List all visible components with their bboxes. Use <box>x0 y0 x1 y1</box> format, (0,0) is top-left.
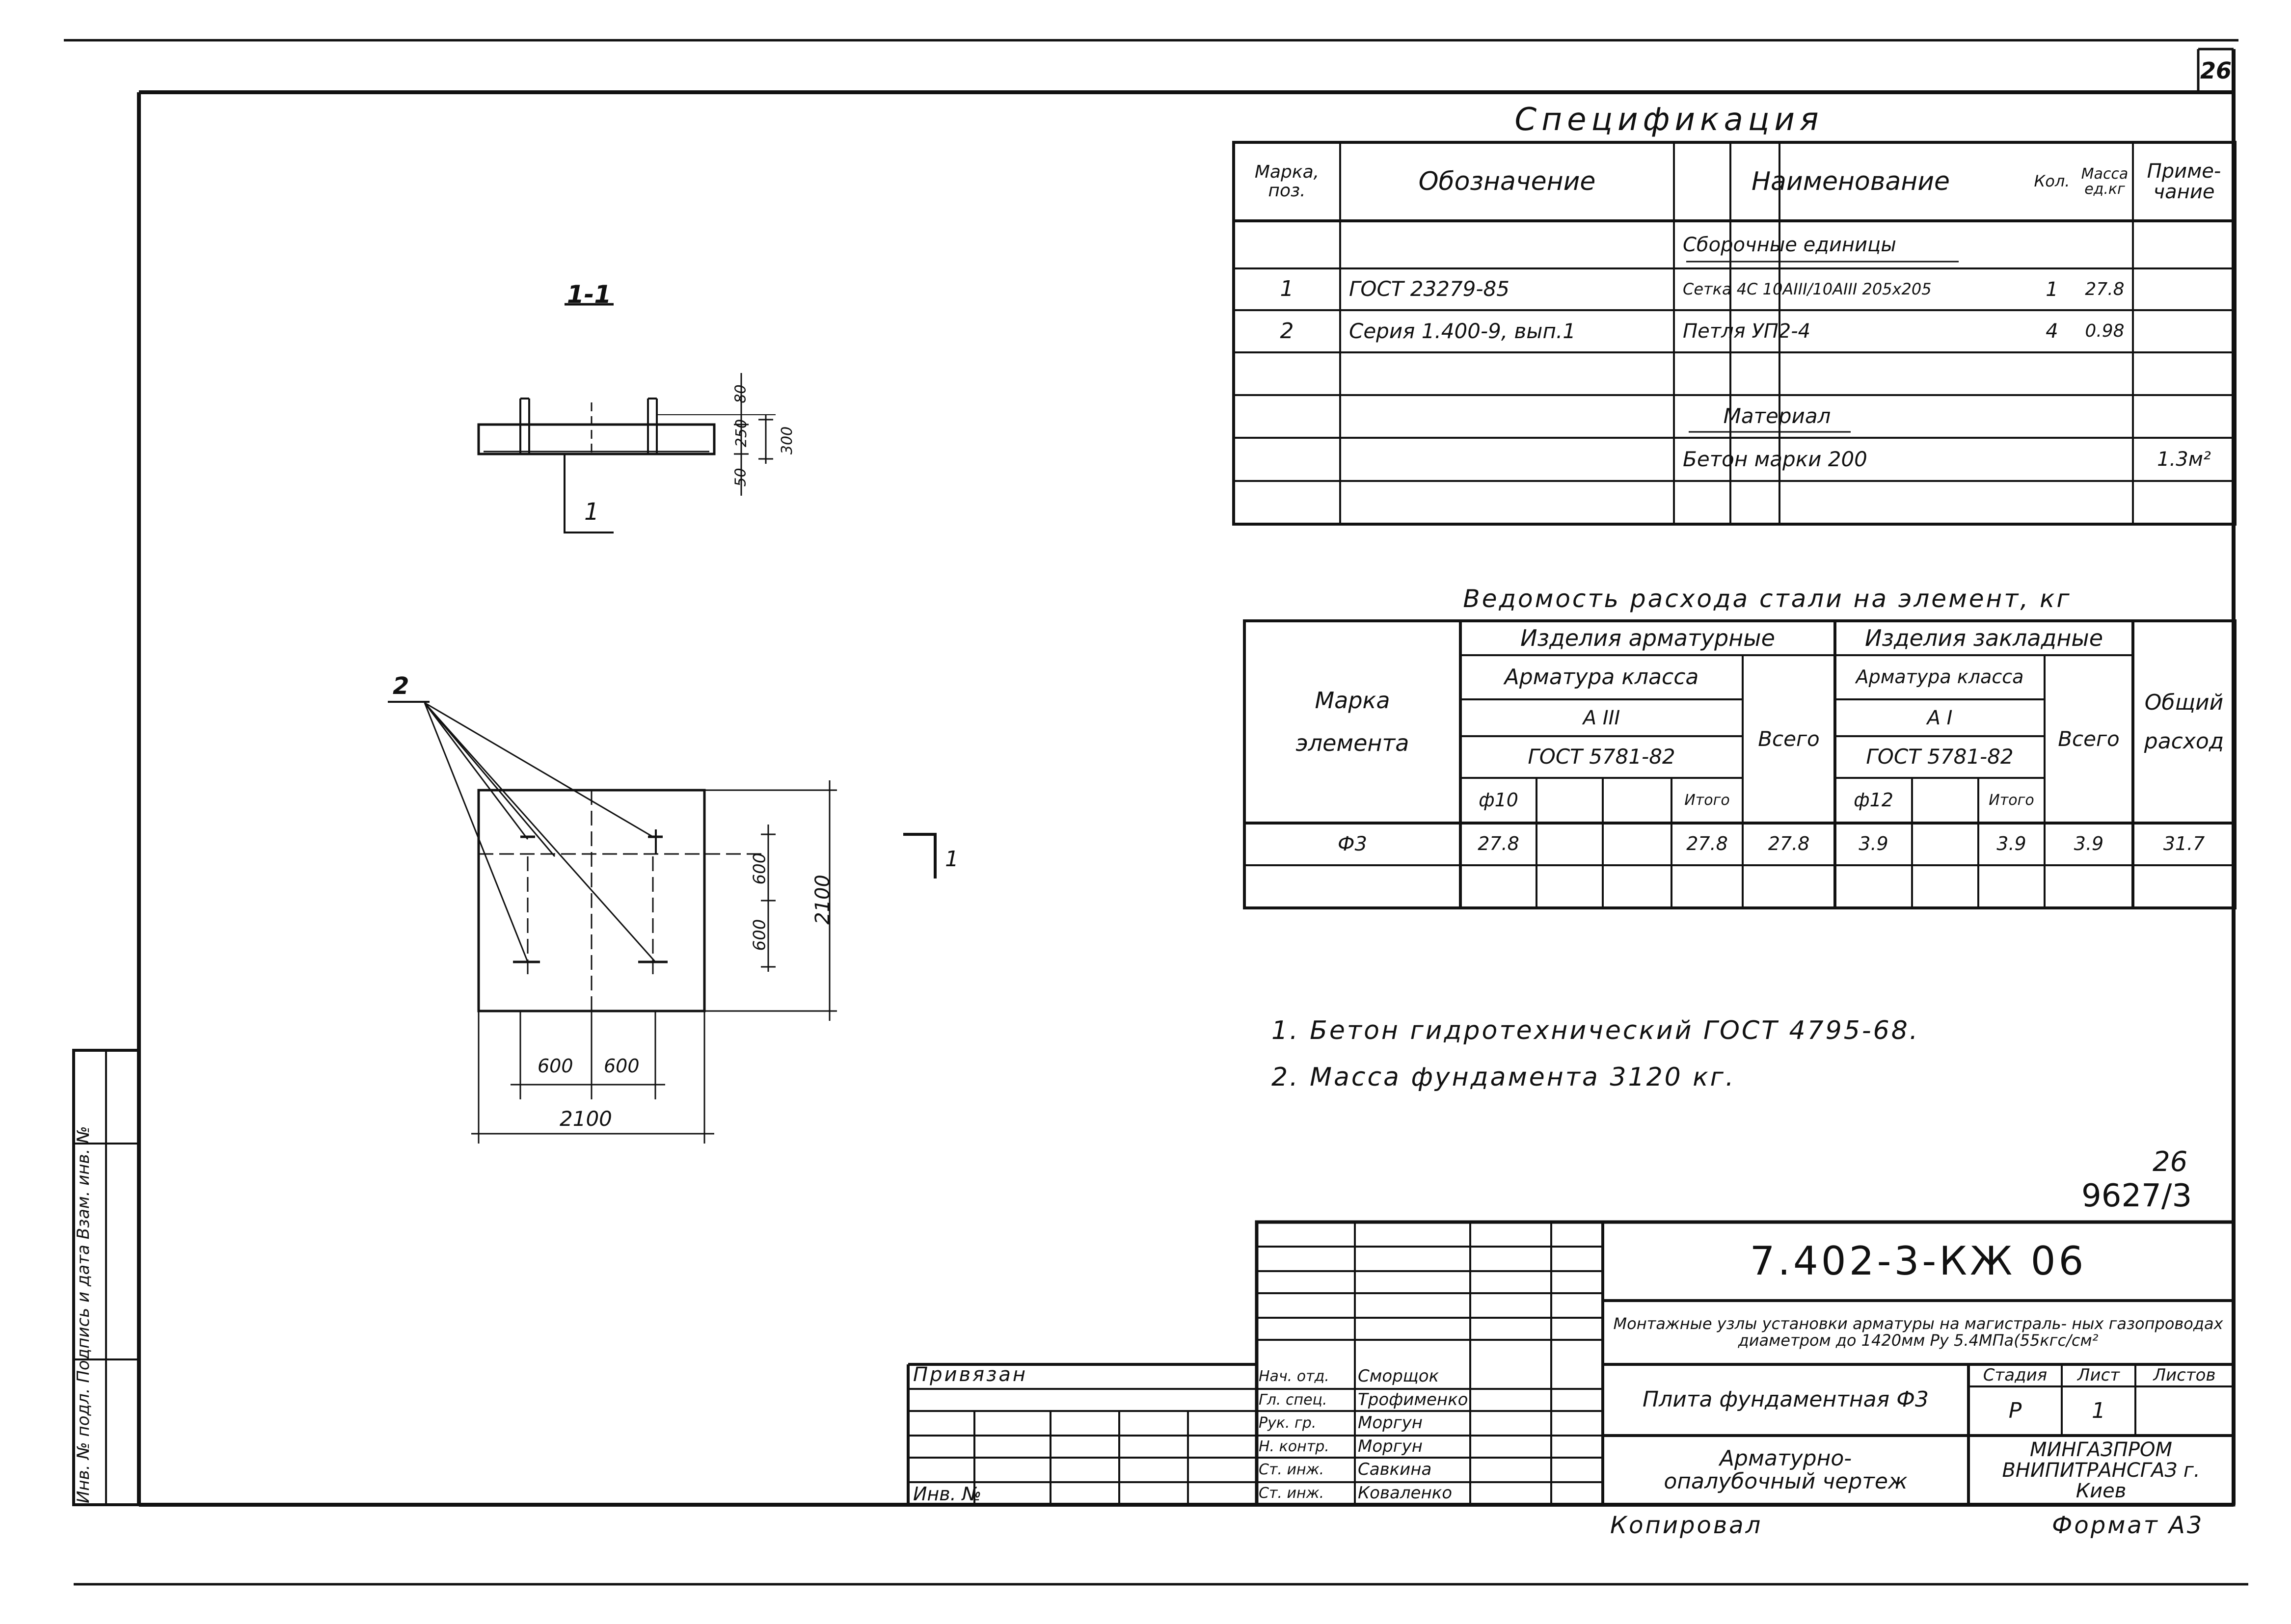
stamp-copied: Копировал <box>1610 1512 1763 1539</box>
steel-h-class-a: Арматура класса <box>1504 664 1699 690</box>
spec-title: Спецификация <box>1514 102 1824 138</box>
spec-header-name: Наименование <box>1751 166 1950 196</box>
steel-row-itogo-b: 3.9 <box>1996 833 2026 855</box>
section-dim-50: 50 <box>732 468 750 487</box>
plan-leader-2: 2 <box>393 672 409 700</box>
spec-row-5-name: Материал <box>1723 404 1831 428</box>
stamp-role-2: Гл. спец. <box>1259 1391 1327 1409</box>
plan-dim-overall-bottom: 2100 <box>560 1107 612 1131</box>
stamp-format: Формат А3 <box>2052 1512 2204 1539</box>
steel-h-d10: ф10 <box>1479 789 1518 811</box>
stamp-name-3: Моргун <box>1358 1413 1423 1433</box>
stamp-sheet-header: Лист <box>2077 1365 2120 1385</box>
spec-row-2-mass: 27.8 <box>2085 279 2125 299</box>
stamp-sheets-header: Листов <box>2153 1365 2216 1385</box>
section-dim-300: 300 <box>779 426 796 455</box>
stamp-name-4: Моргун <box>1358 1436 1423 1456</box>
stamp-name-6: Коваленко <box>1358 1483 1453 1503</box>
section-dim-250: 250 <box>733 419 751 448</box>
stamp-org: МИНГАЗПРОМ ВНИПИТРАНСГАЗ г. Киев <box>2002 1438 2200 1502</box>
steel-h-total-b: Всего <box>2058 726 2120 751</box>
spec-header-mark: Марка, поз. <box>1254 162 1320 201</box>
steel-title: Ведомость расхода стали на элемент, кг <box>1463 584 2072 613</box>
steel-h-total-a: Всего <box>1758 726 1820 751</box>
spec-row-2-name: Сетка 4С 10АIII/10АIII 205x205 <box>1683 279 1932 298</box>
steel-h-itogo-b: Итого <box>1989 792 2034 809</box>
stamp-project: Монтажные узлы установки арматуры на маг… <box>1613 1314 2223 1350</box>
stamp-role-1: Нач. отд. <box>1259 1368 1329 1385</box>
steel-h-class-b: Арматура класса <box>1856 666 2024 688</box>
stamp-ref-code: 9627/3 <box>2081 1178 2192 1214</box>
spec-row-2-mark: 1 <box>1280 276 1294 302</box>
steel-h-arm: Изделия арматурные <box>1520 624 1775 651</box>
steel-row-total-b: 3.9 <box>2074 833 2104 855</box>
stamp-ref-top: 26 <box>2153 1146 2188 1178</box>
spec-row-3-mark: 2 <box>1280 318 1294 344</box>
stamp-name-1: Сморщок <box>1358 1366 1439 1386</box>
steel-h-a3: А III <box>1583 706 1620 729</box>
steel-h-gost-a: ГОСТ 5781-82 <box>1528 745 1675 769</box>
plan-cut-mark: 1 <box>945 847 959 872</box>
note-2: 2. Масса фундамента 3120 кг. <box>1271 1063 1736 1092</box>
spec-row-3-mass: 0.98 <box>2085 321 2125 342</box>
plan-dim-right-1: 600 <box>750 852 770 885</box>
stamp-stage-header: Стадия <box>1983 1365 2048 1385</box>
section-leader-1: 1 <box>584 498 599 526</box>
stamp-privyazan: Привязан <box>913 1363 1028 1386</box>
spec-header-designation: Обозначение <box>1418 166 1596 196</box>
steel-row-d12: 3.9 <box>1859 833 1888 855</box>
stamp-inv: Инв. № <box>913 1483 982 1505</box>
steel-row-itogo-a: 27.8 <box>1686 833 1728 855</box>
steel-row-mark: Ф3 <box>1338 833 1367 855</box>
sheet-number: 26 <box>2200 57 2232 84</box>
stamp-role-3: Рук. гр. <box>1259 1414 1317 1432</box>
section-label: 1-1 <box>566 280 612 309</box>
steel-h-emb: Изделия закладные <box>1864 624 2103 651</box>
spec-header-qty: Кол. <box>2034 172 2070 191</box>
stamp-role-6: Ст. инж. <box>1259 1485 1324 1502</box>
steel-h-a1: А I <box>1927 706 1953 729</box>
stamp-name-5: Савкина <box>1358 1460 1432 1480</box>
spec-row-1-name: Сборочные единицы <box>1683 233 1896 256</box>
steel-h-general: Общий расход <box>2144 690 2224 754</box>
plan-dim-bottom-1: 600 <box>538 1055 573 1077</box>
stamp-role-4: Н. контр. <box>1259 1438 1329 1455</box>
plan-dim-bottom-2: 600 <box>604 1055 640 1077</box>
spec-header-note: Приме- чание <box>2147 160 2221 203</box>
spec-row-2-designation: ГОСТ 23279-85 <box>1349 277 1509 301</box>
stamp-role-5: Ст. инж. <box>1259 1461 1324 1479</box>
plan-dim-right-2: 600 <box>750 919 770 951</box>
steel-row-d10: 27.8 <box>1478 833 1519 855</box>
stamp-name-2: Трофименко <box>1358 1389 1468 1410</box>
steel-row-total-a: 27.8 <box>1768 833 1810 855</box>
steel-h-d12: ф12 <box>1854 789 1893 811</box>
steel-h-mark: Марка элемента <box>1295 687 1409 756</box>
spec-row-3-designation: Серия 1.400-9, вып.1 <box>1349 319 1576 343</box>
side-stamp-label: Инв. № подл. Подпись и дата Взам. инв. № <box>74 1126 93 1503</box>
stamp-doc-code: 7.402-3-КЖ 06 <box>1750 1238 2087 1284</box>
stamp-stage: Р <box>2008 1398 2022 1423</box>
stamp-drawing-type: Арматурно-опалубочный чертеж <box>1664 1446 1908 1494</box>
steel-row-general: 31.7 <box>2163 833 2205 855</box>
section-dim-80: 80 <box>732 384 750 403</box>
note-1: 1. Бетон гидротехнический ГОСТ 4795-68. <box>1271 1016 1920 1045</box>
spec-header-mass: Масса ед.кг <box>2081 165 2129 198</box>
spec-row-6-name: Бетон марки 200 <box>1683 447 1867 471</box>
spec-row-3-name: Петля УП2-4 <box>1683 320 1811 343</box>
spec-row-3-qty: 4 <box>2046 320 2058 343</box>
steel-h-gost-b: ГОСТ 5781-82 <box>1866 745 2014 769</box>
plan-dim-overall-right: 2100 <box>811 875 834 925</box>
stamp-sheet: 1 <box>2092 1398 2105 1423</box>
stamp-element: Плита фундаментная Ф3 <box>1643 1387 1929 1412</box>
spec-row-6-note: 1.3м² <box>2157 448 2211 471</box>
steel-h-itogo-a: Итого <box>1684 792 1730 809</box>
spec-row-2-qty: 1 <box>2046 278 2058 301</box>
